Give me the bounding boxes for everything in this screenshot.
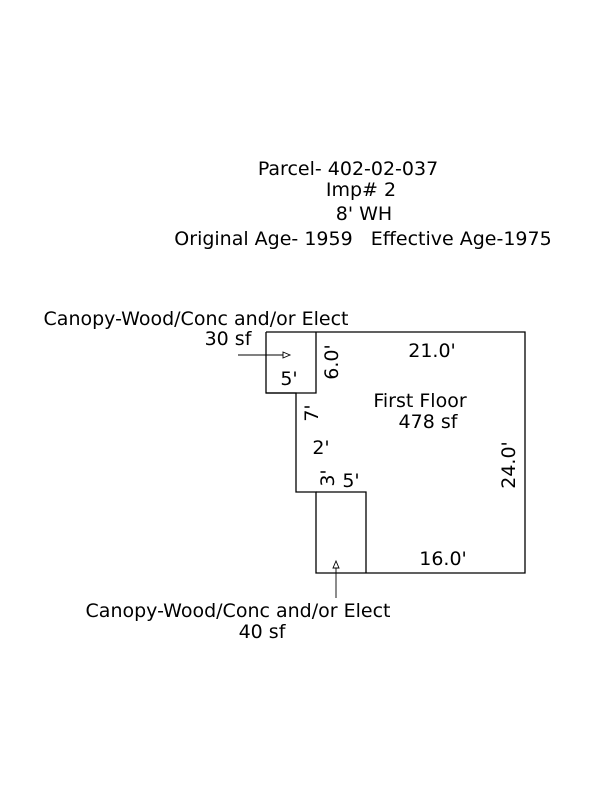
floor-right-dim: 24.0' xyxy=(498,441,520,489)
floor-bottom-dim: 16.0' xyxy=(419,548,467,570)
floor-top-dim: 21.0' xyxy=(408,340,456,362)
canopy-top-width-dim: 5' xyxy=(280,368,297,390)
canopy-bottom-width-dim: 5' xyxy=(342,470,359,492)
canopy-top-height-dim: 6.0' xyxy=(321,344,343,379)
age-info: Original Age- 1959 Effective Age-1975 xyxy=(174,228,551,250)
first-floor-label: First Floor xyxy=(373,390,466,412)
canopy-bottom-outline xyxy=(316,491,367,573)
canopy-bottom-label: Canopy-Wood/Conc and/or Elect xyxy=(86,600,391,622)
canopy-top-label: Canopy-Wood/Conc and/or Elect xyxy=(44,308,349,330)
wall-height: 8' WH xyxy=(336,203,392,225)
first-floor-area: 478 sf xyxy=(399,411,459,433)
floor-left-lower-dim: 3' xyxy=(317,469,339,486)
first-floor-outline xyxy=(265,331,526,574)
floor-step-dim: 2' xyxy=(312,437,329,459)
improvement-number: Imp# 2 xyxy=(326,179,396,201)
parcel-label: Parcel- 402-02-037 xyxy=(258,158,438,180)
floor-left-upper-dim: 7' xyxy=(301,404,323,421)
canopy-top-area: 30 sf xyxy=(205,328,253,350)
canopy-top-outline xyxy=(266,332,317,394)
canopy-bottom-arrowhead-icon xyxy=(332,559,340,569)
canopy-bottom-area: 40 sf xyxy=(239,621,287,643)
canopy-top-arrowhead-icon xyxy=(282,351,292,359)
